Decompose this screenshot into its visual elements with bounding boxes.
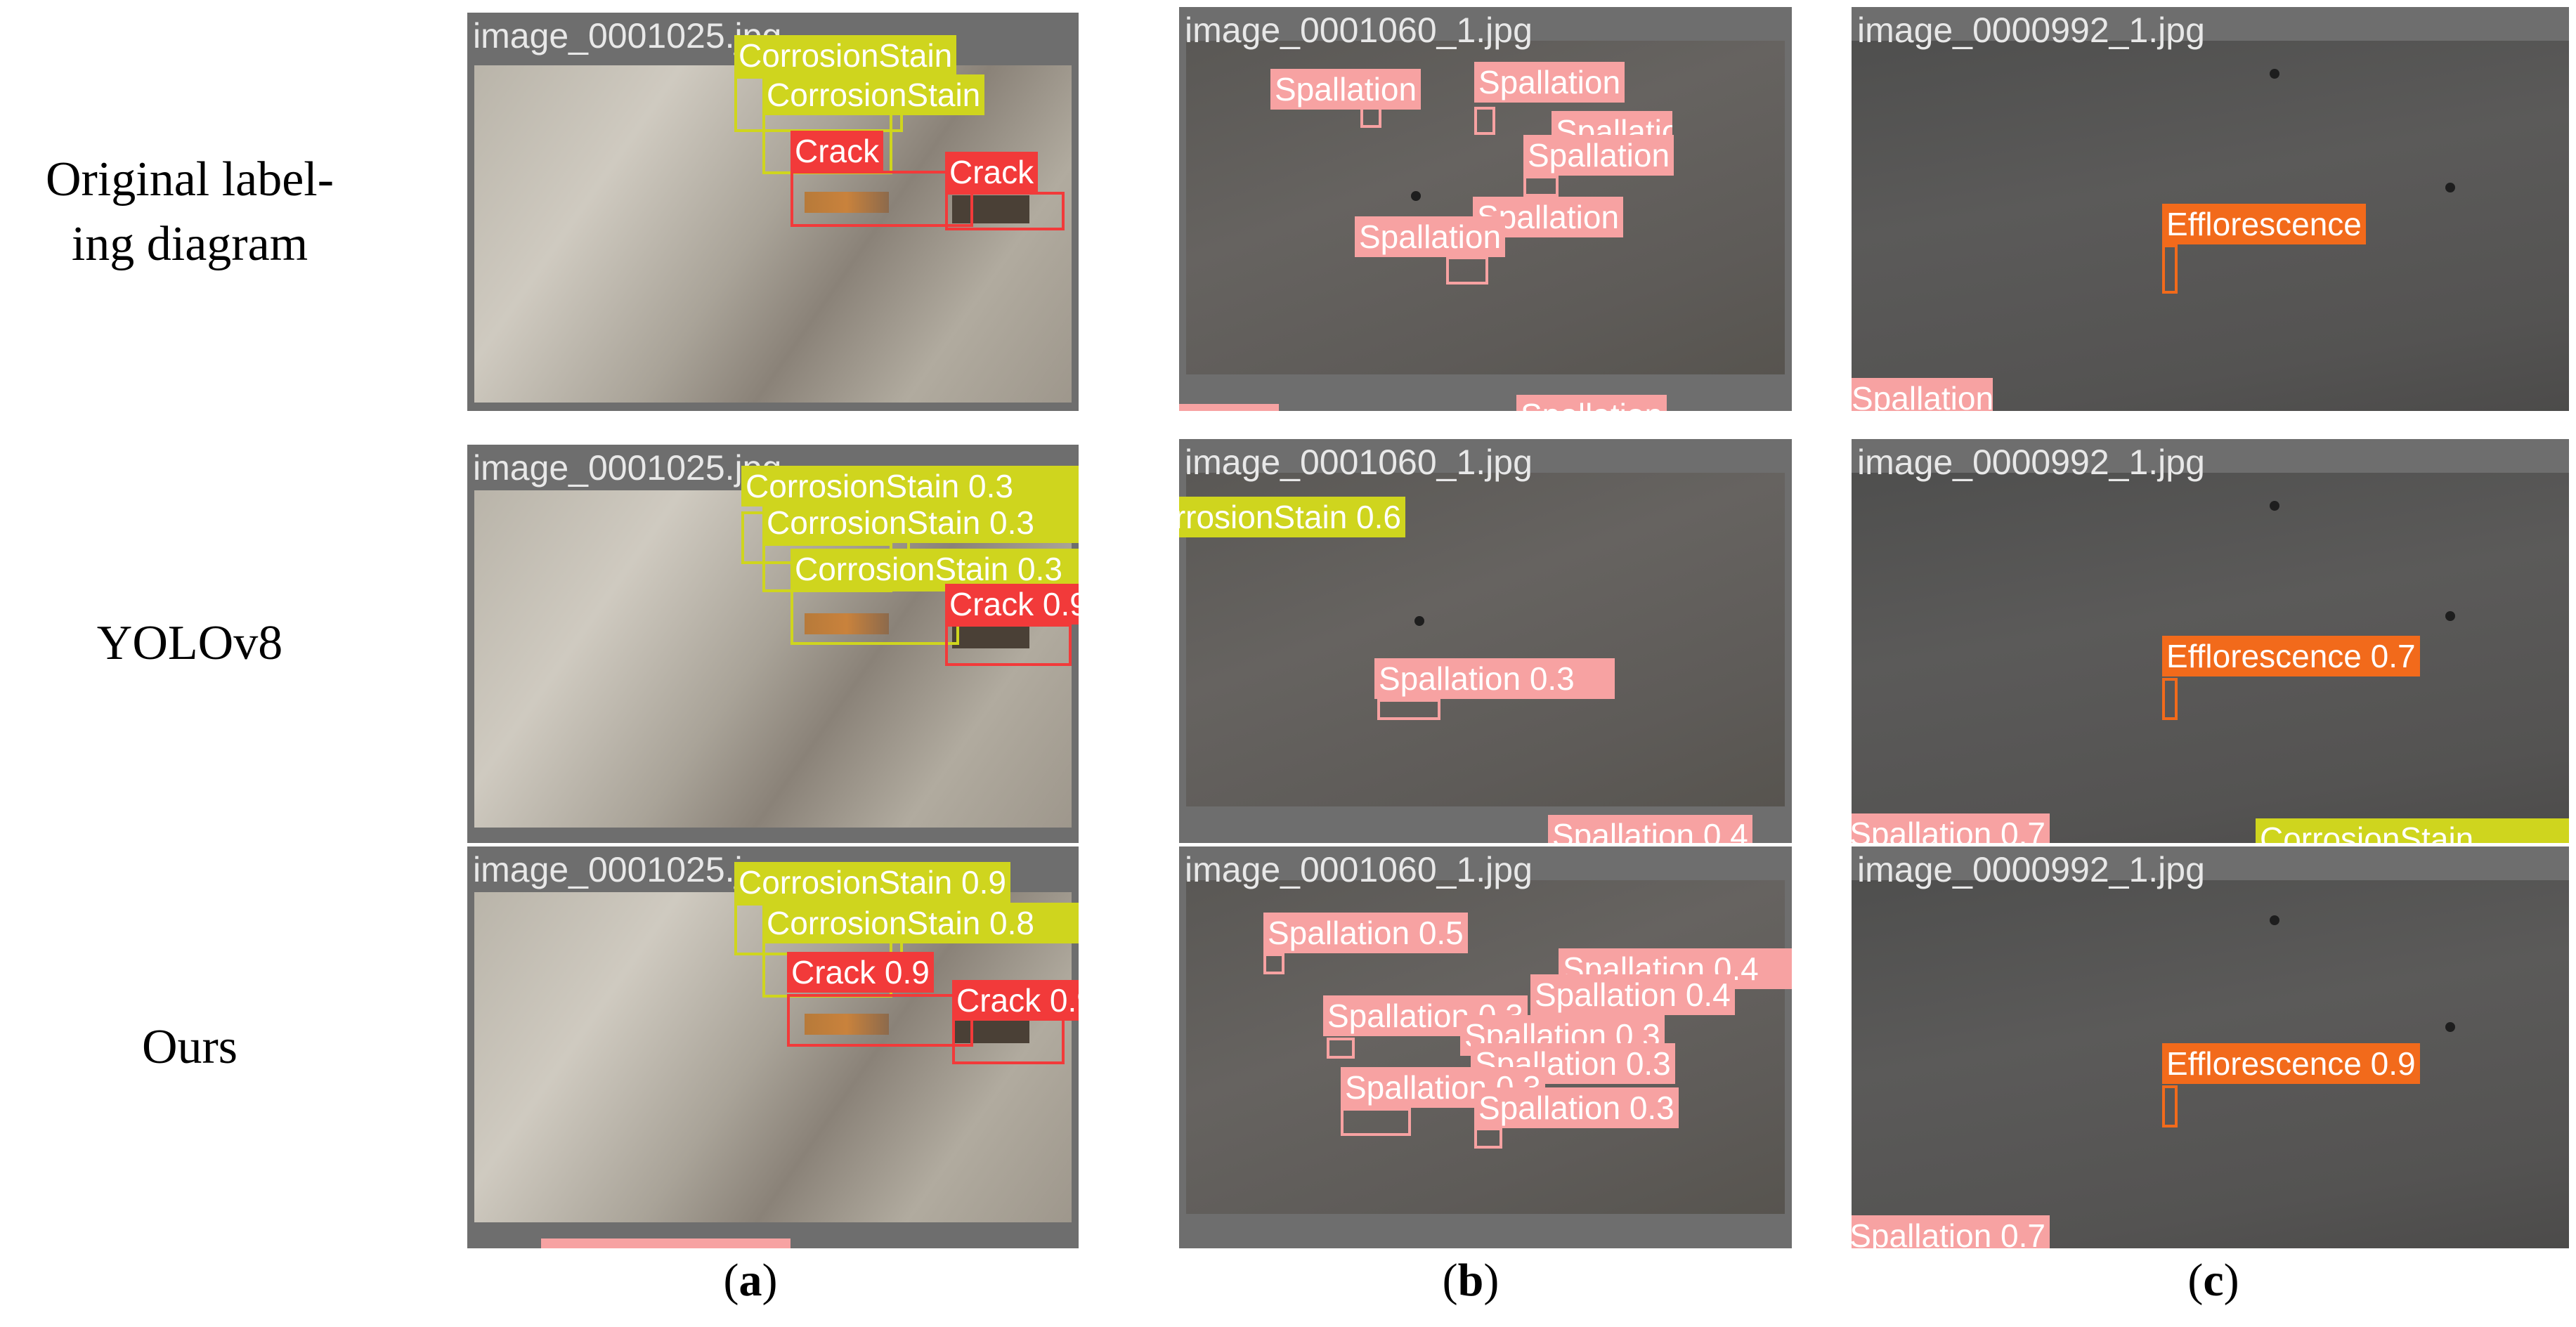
detection-label (541, 1238, 791, 1248)
detection-label: Crack 0.9 (952, 980, 1079, 1021)
detection-box (2162, 244, 2178, 294)
detection-label: Spallation 0.4 (1530, 974, 1735, 1015)
panel-yolov8-c: image_0000992_1.jpg Efflorescence 0.7 Sp… (1852, 439, 2569, 843)
detection-box (791, 171, 973, 227)
detection-label: CorrosionStain 0.9 (734, 862, 1010, 903)
detection-label: Spallation (1474, 62, 1625, 103)
detection-label: Spallation (1523, 135, 1674, 176)
detection-label: Spallation 0.7 (1852, 813, 2050, 843)
detection-label: Spallation (1516, 395, 1667, 411)
column-label-b: (b) (1442, 1255, 1500, 1306)
detection-label: Efflorescence 0.7 (2162, 636, 2420, 676)
surface-hole (2445, 183, 2455, 192)
detection-label: Spallation (1355, 216, 1506, 257)
filename: image_0001060_1.jpg (1185, 443, 1533, 482)
detection-label: CorrosionStain (2256, 818, 2569, 843)
row-label-original: Original label- ing diagram (45, 152, 334, 271)
panel-original-c: image_0000992_1.jpg Efflorescence Spalla… (1852, 7, 2569, 411)
detection-box (1377, 699, 1440, 720)
panel-yolov8-a: image_0001025.jpg CorrosionStain 0.3 Cor… (467, 445, 1079, 843)
crack-area (952, 195, 1029, 223)
detection-label: Crack 0.9 (945, 584, 1079, 625)
surface-hole (2270, 69, 2279, 79)
filename: image_0001025.jpg (473, 16, 782, 55)
row-label-yolov8: YOLOv8 (96, 616, 283, 670)
panel-original-a: image_0001025.jpg CorrosionStain Corrosi… (467, 13, 1079, 411)
concrete-photo (474, 65, 1072, 403)
detection-box (1360, 107, 1381, 128)
detection-box (952, 1015, 1065, 1064)
panel-yolov8-b: image_0001060_1.jpg CorrosionStain 0.6 S… (1179, 439, 1792, 843)
surface-hole (2445, 1022, 2455, 1032)
detection-label: Spallation 0.5 (1263, 913, 1468, 953)
detection-label: Spallation (1179, 404, 1279, 411)
concrete-photo (474, 490, 1072, 828)
detection-label: Spallation 0.4 (1548, 815, 1752, 843)
detection-label: Spallation 0.7 (1852, 1215, 2050, 1248)
detection-label: CorrosionStain 0.3 (741, 466, 1079, 506)
detection-box (2162, 678, 2178, 720)
detection-box (1341, 1108, 1411, 1136)
surface-hole (2270, 501, 2279, 511)
concrete-photo (474, 892, 1072, 1222)
detection-label: Spallation (1270, 69, 1422, 110)
detection-box (1327, 1038, 1355, 1059)
panel-ours-c: image_0000992_1.jpg Efflorescence 0.9 Sp… (1852, 846, 2569, 1248)
column-label-c: (c) (2187, 1255, 2239, 1306)
filename: image_0001060_1.jpg (1185, 11, 1533, 50)
detection-label: Efflorescence (2162, 204, 2366, 244)
detection-label: Crack (945, 152, 1039, 192)
detection-box (1474, 107, 1495, 135)
detection-label: CorrosionStain (734, 35, 957, 76)
detection-box (787, 994, 973, 1047)
detection-box (945, 192, 1065, 230)
detection-label: CorrosionStain (762, 74, 985, 115)
detection-label: Crack 0.9 (787, 952, 934, 993)
panel-ours-b: image_0001060_1.jpg Spallation 0.5 Spall… (1179, 846, 1792, 1248)
detection-label: Spallation 0.3 (1474, 1087, 1679, 1128)
detection-label: Spallation (1852, 378, 1993, 411)
detection-label: Spallation 0.3 (1471, 1043, 1675, 1084)
detection-label: Efflorescence 0.9 (2162, 1043, 2420, 1084)
surface-hole (2270, 915, 2279, 925)
row-label-ours: Ours (141, 1020, 238, 1074)
detection-label: CorrosionStain 0.3 (762, 502, 1079, 543)
filename: image_0000992_1.jpg (1857, 11, 2205, 50)
surface-hole (1414, 616, 1424, 626)
panel-ours-a: image_0001025.jpg CorrosionStain 0.9 Cor… (467, 846, 1079, 1248)
filename: image_0001025.jpg (473, 850, 782, 889)
column-label-a: (a) (723, 1255, 778, 1306)
filename: image_0001025.jpg (473, 448, 782, 488)
filename: image_0001060_1.jpg (1185, 850, 1533, 889)
detection-label: Spallation 0.3 (1374, 658, 1615, 699)
panel-original-b: image_0001060_1.jpg Spallation Spallatio… (1179, 7, 1792, 411)
filename: image_0000992_1.jpg (1857, 850, 2205, 889)
filename: image_0000992_1.jpg (1857, 443, 2205, 482)
detection-box (1446, 256, 1488, 285)
surface-hole (1411, 191, 1421, 201)
corrosion-area (805, 1014, 889, 1035)
corrosion-area (805, 613, 889, 634)
detection-box (1474, 1127, 1502, 1149)
detection-box (2162, 1085, 2178, 1127)
corrosion-area (805, 192, 889, 213)
detection-box (1263, 953, 1284, 974)
detection-box (945, 624, 1072, 666)
detection-label: Crack (791, 131, 884, 171)
detection-box (1523, 176, 1559, 197)
detection-label: CorrosionStain 0.3 (791, 549, 1079, 589)
detection-label: CorrosionStain 0.6 (1179, 497, 1405, 537)
surface-hole (2445, 611, 2455, 621)
detection-box (791, 589, 959, 645)
detection-label: CorrosionStain 0.8 (762, 903, 1079, 943)
